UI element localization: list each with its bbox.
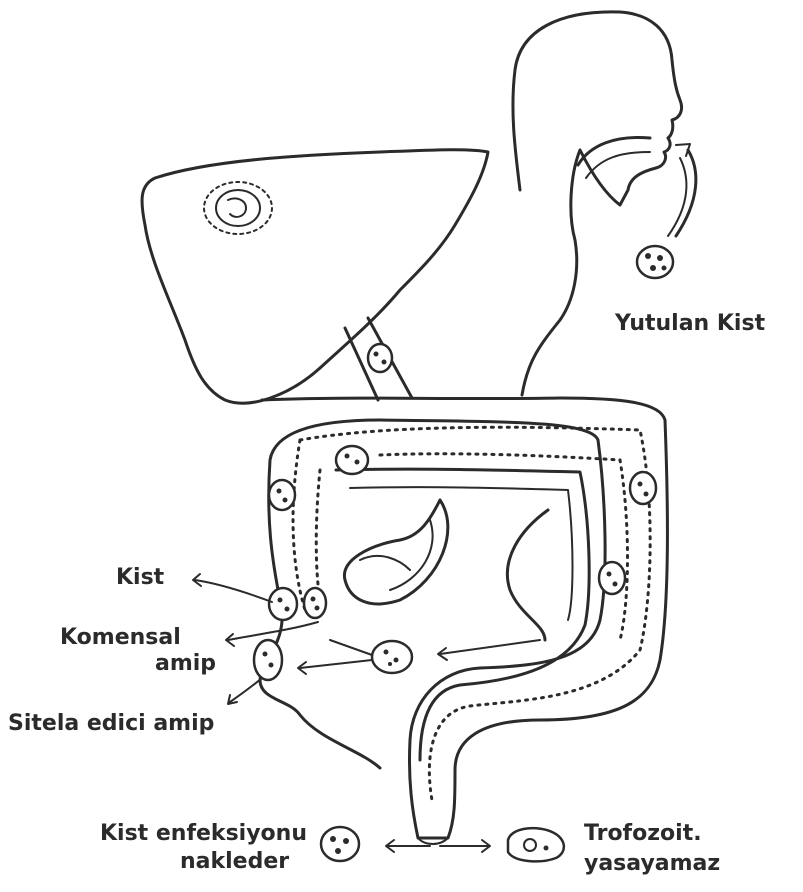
infection-label-line1: Kist enfeksiyonu (100, 822, 307, 845)
migration-dots-inner (316, 470, 320, 600)
trophozoite-icon (372, 641, 412, 673)
trophozoite-label-line2: yasayamaz (584, 852, 720, 875)
invasive-arrow (230, 678, 262, 702)
liver-outline (142, 150, 488, 403)
infection-label-line2: nakleder (180, 850, 289, 873)
commensal-label-line1: Komensal (60, 626, 181, 649)
trophozoite-label-line1: Trofozoit. (584, 822, 702, 845)
infective-cyst-icon (321, 827, 359, 861)
esophagus (578, 137, 650, 165)
colon-outer-wall (260, 398, 667, 838)
swallowed-cyst-label: Yutulan Kist (615, 312, 765, 335)
colon-cyst-icon (336, 446, 368, 474)
colon-inner-wall-2 (350, 487, 573, 620)
colon-inner-wall (336, 469, 589, 760)
liver-abscess-icon (204, 182, 272, 234)
colon-cyst-icon (304, 588, 326, 618)
colon-cyst-icon (269, 588, 297, 620)
invasive-amoeba-label: Sitela edici amip (8, 712, 214, 735)
trophozoite-icon (254, 640, 282, 680)
colon-cyst-icon (630, 472, 656, 504)
trophozoite-arrow-2 (330, 640, 372, 655)
migration-dots-left (293, 440, 305, 610)
commensal-label-line2: amip (155, 652, 216, 675)
ingestion-arrowhead (676, 144, 690, 156)
cecum-loop (507, 510, 548, 640)
commensal-arrow (228, 622, 318, 640)
cyst-arrow (195, 580, 272, 602)
small-intestine-2 (360, 520, 433, 590)
trophozoite-dead-icon (508, 828, 564, 861)
human-outline (513, 12, 682, 395)
migration-dots-top (300, 427, 650, 800)
swallowed-cyst-icon (637, 246, 673, 278)
duct-cyst-icon (368, 344, 392, 372)
colon-cyst-icon (599, 562, 625, 594)
colon-cyst-icon (269, 480, 295, 510)
migration-dots-mid (380, 454, 628, 640)
trophozoite-arrow (300, 660, 372, 668)
cyst-label: Kist (116, 566, 164, 589)
cecum-arrow (440, 640, 540, 654)
